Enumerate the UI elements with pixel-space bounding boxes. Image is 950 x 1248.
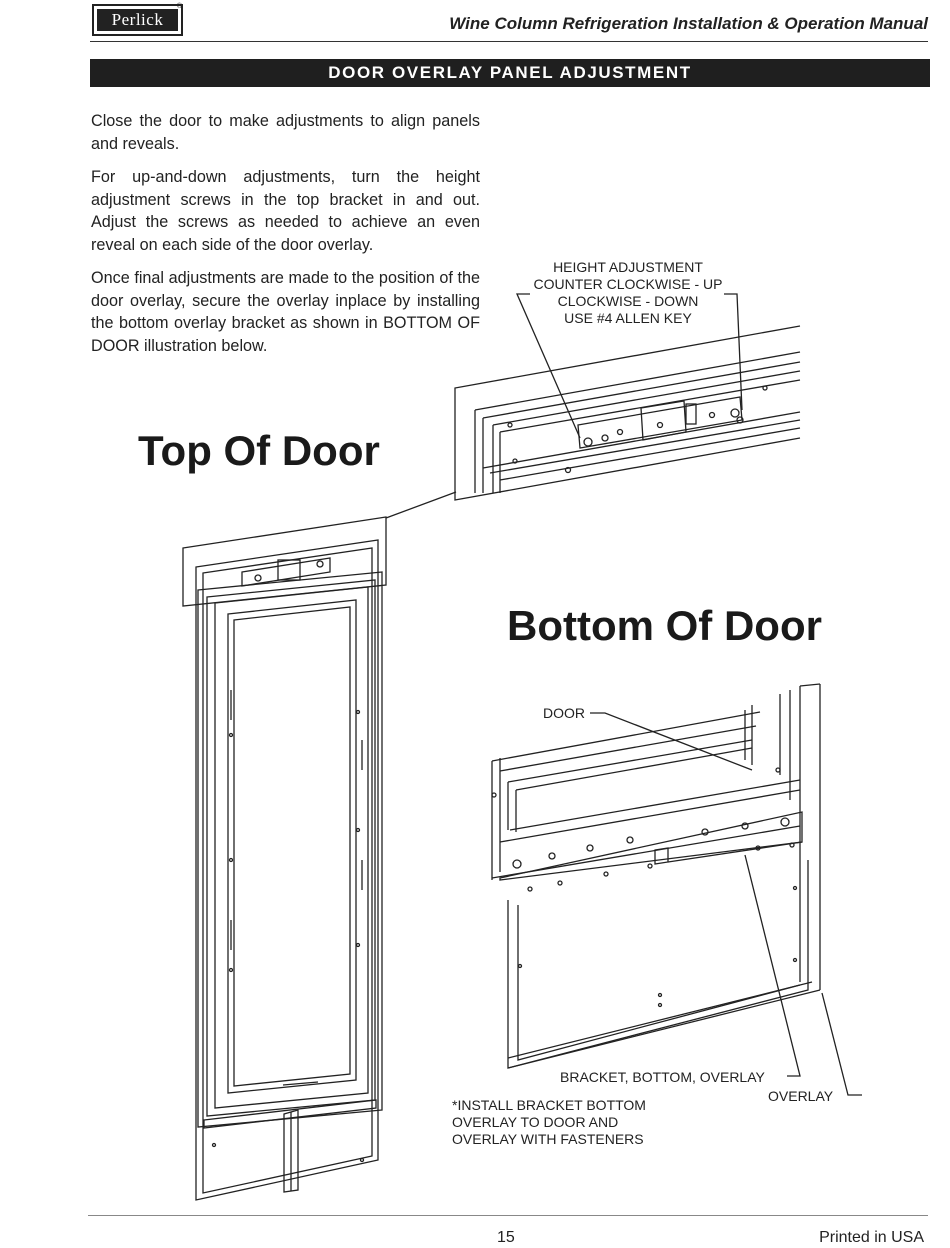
page-number: 15 xyxy=(497,1229,515,1246)
top-detail-illustration xyxy=(454,293,801,501)
header-divider xyxy=(90,41,928,42)
printed-in-usa: Printed in USA xyxy=(819,1229,924,1246)
bottom-detail-illustration xyxy=(491,683,862,1096)
brand-logo: Perlick ® xyxy=(92,3,183,36)
logo-text: Perlick xyxy=(97,9,178,31)
height-callout-line-2: COUNTER CLOCKWISE - UP xyxy=(533,276,723,292)
section-heading: DOOR OVERLAY PANEL ADJUSTMENT xyxy=(90,59,930,87)
full-door-illustration xyxy=(182,516,387,1201)
height-callout-line-3: CLOCKWISE - DOWN xyxy=(557,293,699,309)
document-title: Wine Column Refrigeration Installation &… xyxy=(449,14,928,33)
install-note-line-3: OVERLAY WITH FASTENERS xyxy=(452,1131,644,1147)
instruction-paragraph-3: Once final adjustments are made to the p… xyxy=(91,269,480,355)
top-of-door-heading: Top Of Door xyxy=(138,427,380,474)
instruction-paragraph-1: Close the door to make adjustments to al… xyxy=(91,112,480,153)
install-note: *INSTALL BRACKET BOTTOM OVERLAY TO DOOR … xyxy=(452,1097,646,1148)
install-note-line-2: OVERLAY TO DOOR AND xyxy=(452,1114,619,1130)
instruction-paragraph-2: For up-and-down adjustments, turn the he… xyxy=(91,168,480,254)
height-callout-line-4: USE #4 ALLEN KEY xyxy=(564,310,692,326)
footer-divider xyxy=(88,1215,928,1216)
install-note-line-1: *INSTALL BRACKET BOTTOM xyxy=(452,1097,646,1113)
bottom-of-door-heading: Bottom Of Door xyxy=(507,602,822,649)
door-label: DOOR xyxy=(543,705,585,721)
height-callout-line-1: HEIGHT ADJUSTMENT xyxy=(553,259,703,275)
height-adjustment-callout: HEIGHT ADJUSTMENT COUNTER CLOCKWISE - UP… xyxy=(523,259,733,327)
overlay-label: OVERLAY xyxy=(768,1088,834,1104)
registered-mark: ® xyxy=(176,3,182,10)
bracket-label: BRACKET, BOTTOM, OVERLAY xyxy=(560,1069,765,1085)
